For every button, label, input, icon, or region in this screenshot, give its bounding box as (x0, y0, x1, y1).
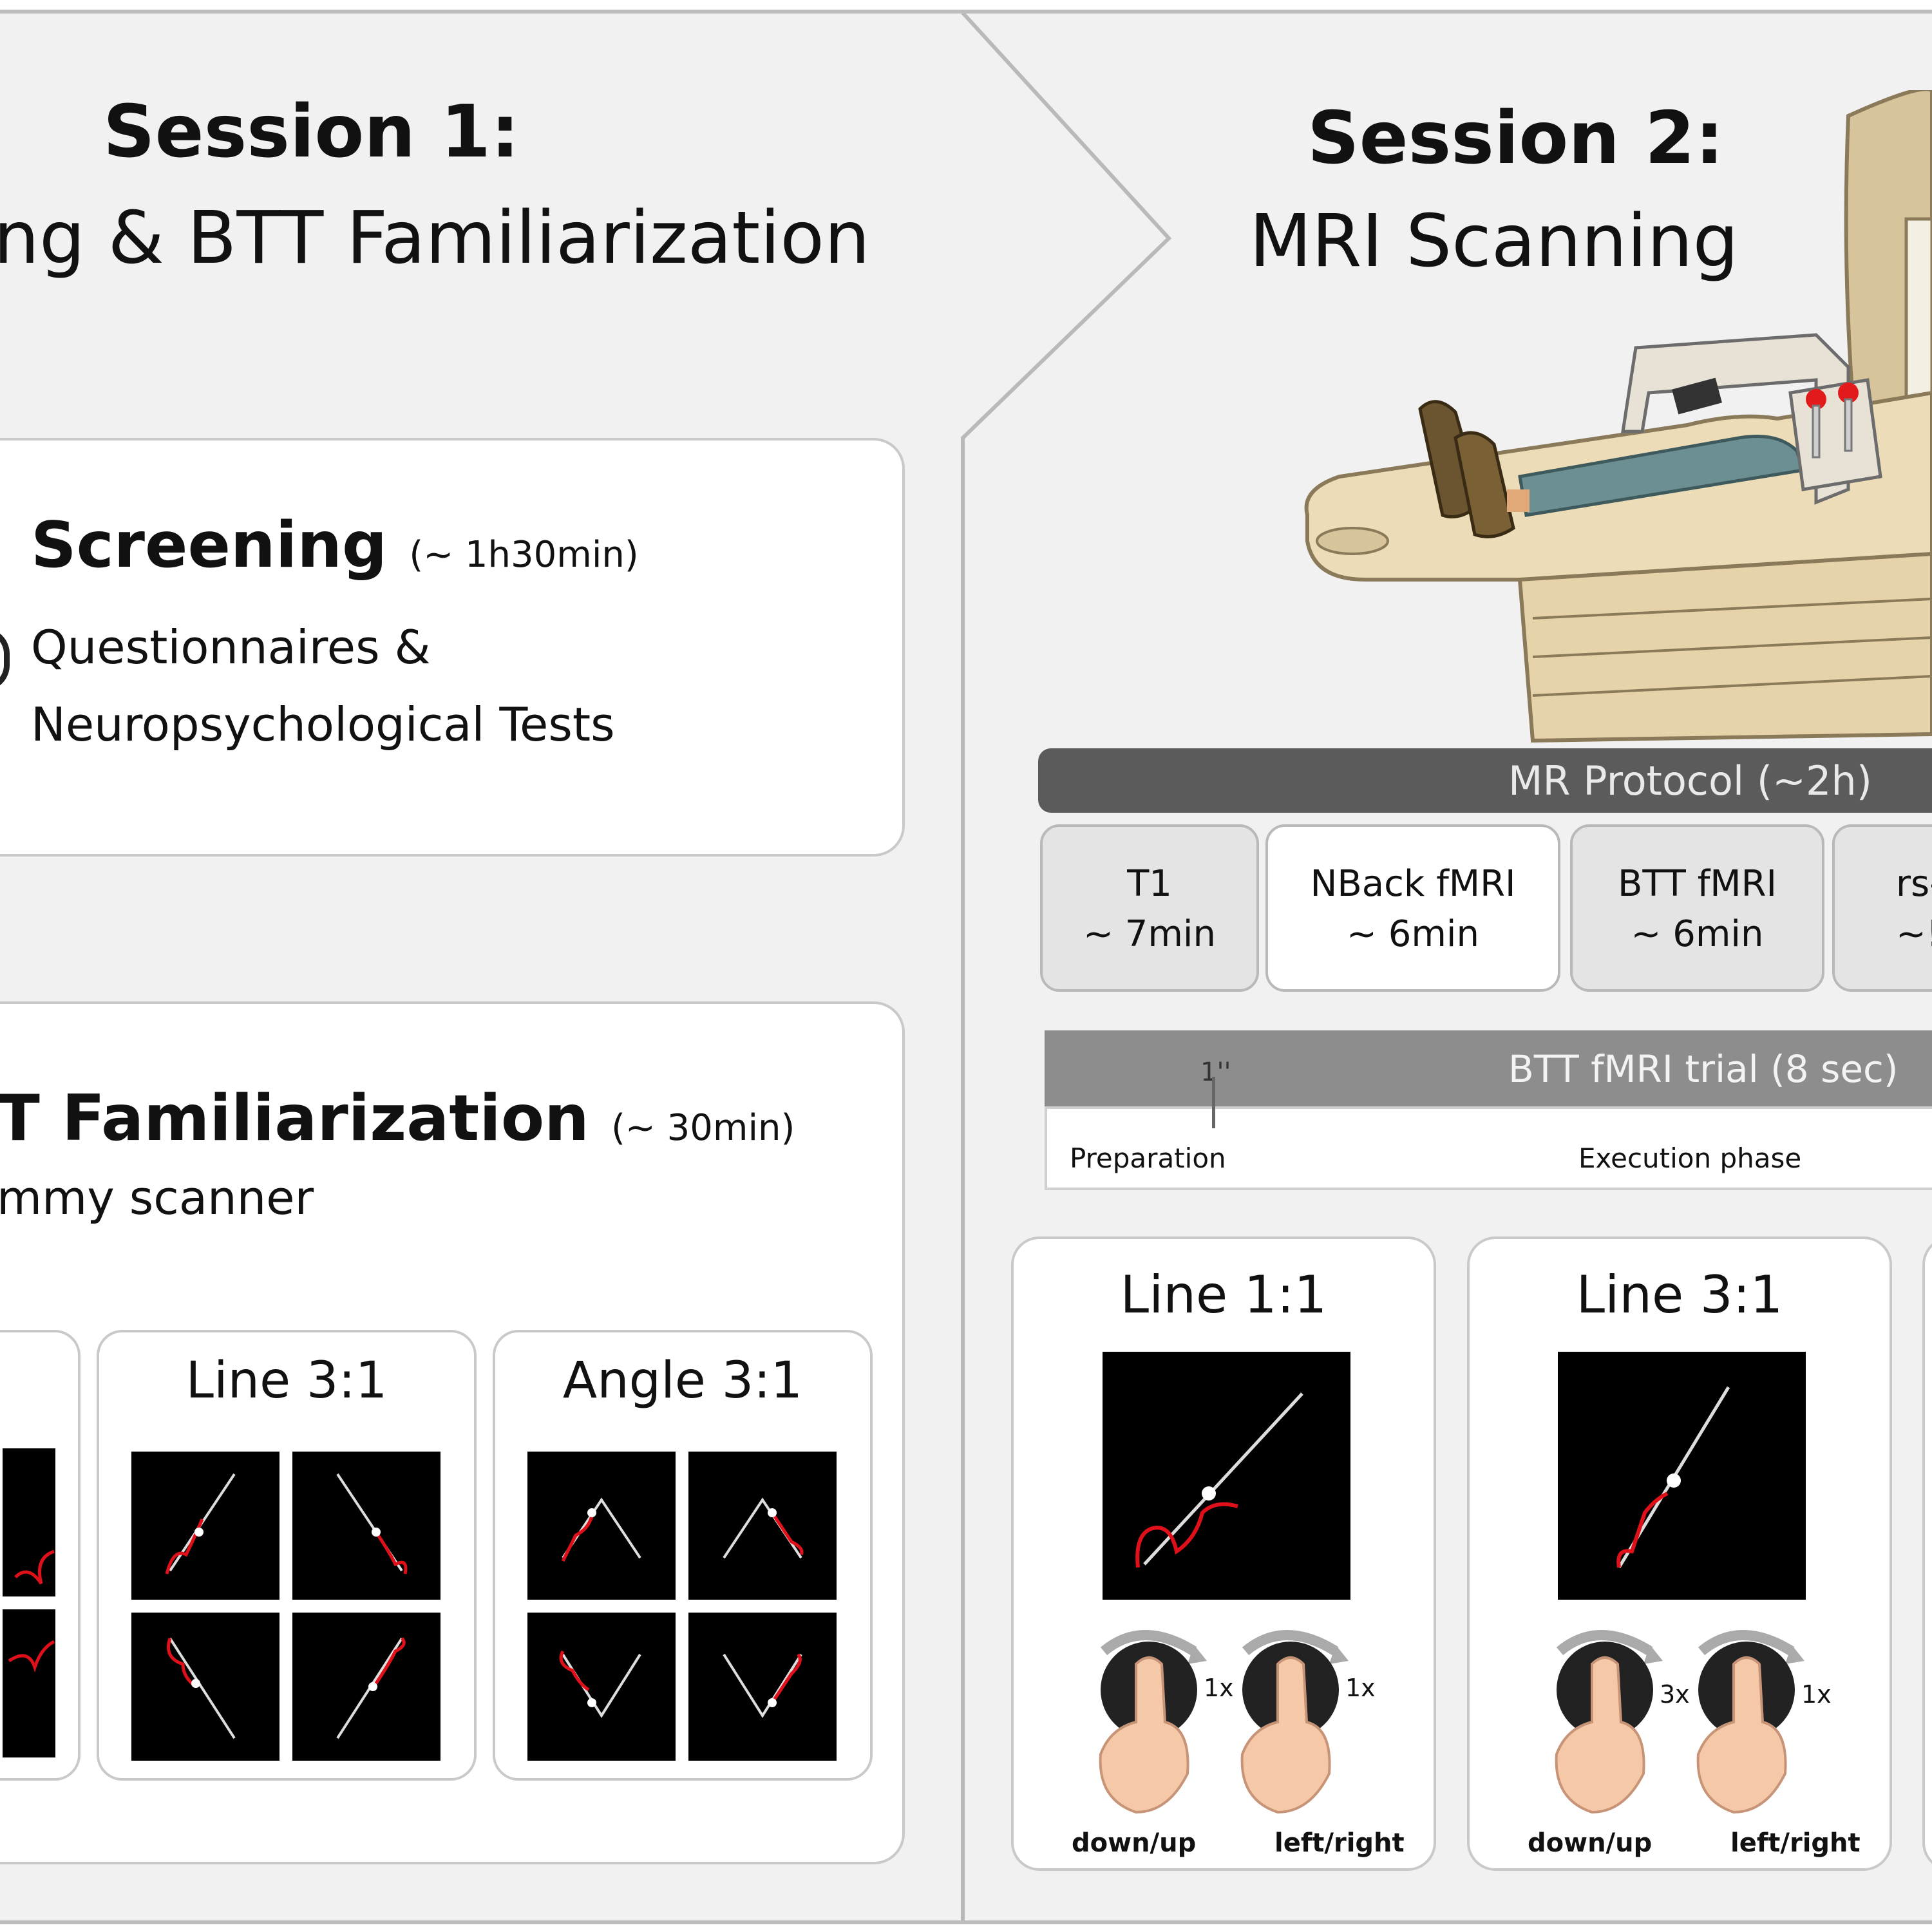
session2-subtitle: MRI Scanning (1249, 200, 1739, 283)
stimulus-partial-bottom (3, 1609, 55, 1757)
protocol-item: T1 ~ 7min (1040, 824, 1259, 992)
protocol-item-time: ~ 6min (1631, 913, 1764, 955)
trial-title: BTT fMRI trial (8 sec) (1508, 1047, 1899, 1091)
stimulus-line-diag-2 (292, 1452, 440, 1600)
session1-title: Session 1: (103, 90, 520, 174)
stimulus-angle-3 (527, 1613, 676, 1761)
session2-title: Session 2: (1307, 97, 1724, 180)
stimulus-angle-1 (527, 1452, 676, 1600)
screening-line2: Neuropsychological Tests (31, 697, 615, 752)
stimulus-line-diag-1 (131, 1452, 279, 1600)
familiarization-card-partial (0, 1330, 80, 1781)
protocol-item-name: T1 (1127, 863, 1172, 905)
mr-protocol-bar: MR Protocol (~2h) (1038, 748, 1932, 813)
right-direction: left/right (1274, 1828, 1405, 1858)
familiarization-subtitle: mmy scanner (0, 1171, 314, 1225)
left-ratio: 3x (1660, 1680, 1690, 1709)
mr-protocol-title: MR Protocol (~2h) (1508, 757, 1872, 804)
right-ratio: 1x (1801, 1680, 1832, 1709)
hands-joystick-illustration (1555, 1630, 1804, 1814)
stimulus-line-diag-4 (292, 1613, 440, 1761)
protocol-item: NBack fMRI ~ 6min (1265, 824, 1560, 992)
familiarization-duration: (~ 30min) (611, 1107, 795, 1149)
right-direction: left/right (1730, 1828, 1861, 1858)
screening-duration: (~ 1h30min) (409, 534, 639, 576)
stimulus-angle-2 (688, 1452, 837, 1600)
familiarization-card-angle31: Angle 3:1 (493, 1330, 873, 1781)
trial-phase-execution: Execution phase (1578, 1142, 1802, 1174)
protocol-item-name: BTT fMRI (1617, 863, 1777, 905)
condition-card-line11: Line 1:1 1x 1x down/up left/right (1011, 1236, 1436, 1871)
familiarization-title: T Familiarization (0, 1082, 589, 1155)
left-ratio: 1x (1204, 1674, 1234, 1702)
condition-card-partial (1922, 1236, 1932, 1871)
trial-marker-label: 1'' (1200, 1057, 1231, 1087)
trial-phase-preparation: Preparation (1070, 1142, 1226, 1174)
protocol-item-name: rs- (1896, 863, 1932, 905)
screening-title: Screening (31, 509, 388, 582)
stimulus-partial-top (3, 1448, 55, 1596)
stimulus-line-diag-3 (131, 1613, 279, 1761)
protocol-item-time: ~ 7min (1083, 913, 1216, 955)
protocol-item: rs- ~! (1832, 824, 1932, 992)
familiarization-card-line31: Line 3:1 (97, 1330, 477, 1781)
right-ratio: 1x (1345, 1674, 1376, 1702)
protocol-item-time: ~ 6min (1347, 913, 1479, 955)
protocol-item-name: NBack fMRI (1310, 863, 1516, 905)
protocol-item-time: ~! (1896, 913, 1932, 955)
familiarization-heading: T Familiarization (~ 30min) (0, 1082, 795, 1155)
stimulus-line11 (1103, 1352, 1350, 1600)
trial-marker-tick (1212, 1077, 1215, 1128)
familiarization-card-label: Angle 3:1 (562, 1352, 803, 1410)
left-direction: down/up (1528, 1828, 1653, 1858)
stimulus-angle-4 (688, 1613, 837, 1761)
familiarization-card-label: Line 3:1 (185, 1352, 388, 1410)
session1-subtitle: ng & BTT Familiarization (0, 196, 870, 280)
protocol-item: BTT fMRI ~ 6min (1570, 824, 1824, 992)
screening-line1: Questionnaires & (31, 620, 431, 674)
trial-bar: BTT fMRI trial (8 sec) 1'' (1045, 1030, 1932, 1108)
hands-joystick-illustration (1099, 1630, 1349, 1814)
screening-card (0, 438, 905, 857)
mri-scanner-illustration (1304, 90, 1932, 743)
left-direction: down/up (1072, 1828, 1197, 1858)
condition-label: Line 3:1 (1576, 1265, 1783, 1325)
condition-card-line31: Line 3:1 3x 1x down/up left/right (1467, 1236, 1892, 1871)
trial-phases: Preparation Execution phase (1045, 1077, 1932, 1190)
condition-label: Line 1:1 (1120, 1265, 1327, 1325)
stimulus-line31 (1558, 1352, 1806, 1600)
screening-heading: Screening (~ 1h30min) (31, 509, 639, 582)
session-divider-chevron (961, 11, 1172, 1922)
